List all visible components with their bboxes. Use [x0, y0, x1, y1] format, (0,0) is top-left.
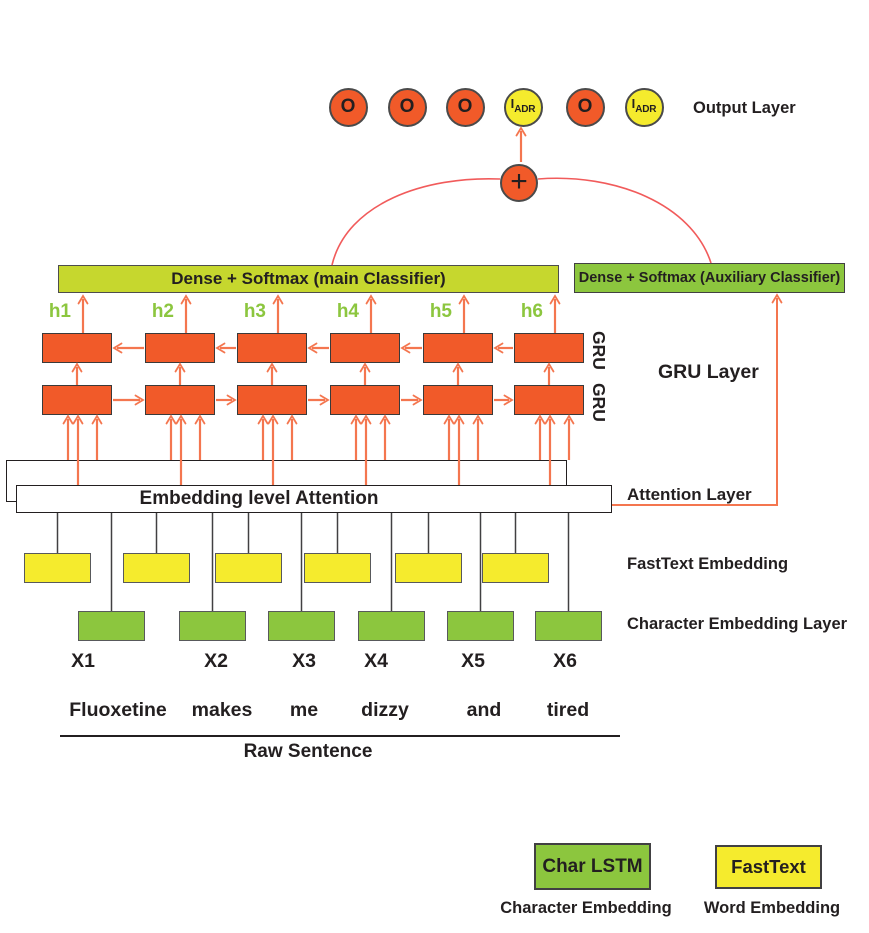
h-label: h6	[520, 301, 543, 322]
output-node-i-adr: IADR	[624, 87, 664, 127]
legend-word-caption: Word Embedding	[703, 899, 841, 917]
main-classifier-label: Dense + Softmax (main Classifier)	[171, 269, 446, 288]
output-node-i-adr: IADR	[503, 87, 543, 127]
gru-cell-r1-1	[42, 333, 112, 363]
main-classifier-box: Dense + Softmax (main Classifier)	[58, 265, 559, 293]
attention-to-aux-arrow	[612, 293, 783, 506]
gru-cell-r1-6	[514, 333, 584, 363]
output-node-o: O	[445, 87, 485, 127]
gru-row1-label: GRU	[589, 331, 609, 370]
attention-layer-label: Attention Layer	[627, 485, 752, 504]
h-label: h4	[336, 301, 359, 322]
embedding-attention-box: Embedding level Attention	[16, 485, 612, 513]
output-i-text: I	[510, 96, 515, 111]
aux-classifier-box: Dense + Softmax (Auxiliary Classifier)	[574, 263, 845, 293]
word-5: and	[466, 699, 502, 721]
h-label: h3	[243, 301, 266, 322]
output-adr-text: ADR	[635, 104, 657, 115]
output-layer-label: Output Layer	[693, 99, 796, 117]
char-embedding-box-5	[447, 611, 514, 641]
legend-char-caption: Character Embedding	[500, 899, 672, 917]
output-o-text: O	[457, 96, 473, 117]
word-3: me	[289, 699, 319, 721]
x-label-1: X1	[71, 650, 95, 672]
char-embedding-box-4	[358, 611, 425, 641]
output-node-o: O	[565, 87, 605, 127]
sum-node: +	[500, 164, 538, 202]
output-o-text: O	[340, 96, 356, 117]
gru-cell-r2-1	[42, 385, 112, 415]
fasttext-box-1	[24, 553, 91, 583]
character-embedding-label: Character Embedding Layer	[627, 615, 848, 633]
aux-classifier-label: Dense + Softmax (Auxiliary Classifier)	[578, 270, 841, 286]
word-1: Fluoxetine	[69, 699, 167, 721]
char-embedding-box-3	[268, 611, 335, 641]
aux-to-sum-curve	[537, 177, 712, 264]
word-6: tired	[546, 699, 590, 721]
x-label-3: X3	[292, 650, 316, 672]
x-label-6: X6	[553, 650, 577, 672]
output-o-text: O	[577, 96, 593, 117]
output-o-text: O	[399, 96, 415, 117]
legend-char-lstm-label: Char LSTM	[542, 855, 643, 877]
gru-row2-label: GRU	[589, 383, 609, 422]
gru-cell-r2-3	[237, 385, 307, 415]
fasttext-box-6	[482, 553, 549, 583]
legend-fasttext-label: FastText	[731, 856, 806, 877]
char-embedding-box-6	[535, 611, 602, 641]
embedding-attention-label: Embedding level Attention	[139, 488, 379, 509]
fasttext-box-2	[123, 553, 190, 583]
h-label: h1	[48, 301, 71, 322]
h-label: h5	[429, 301, 452, 322]
raw-sentence-label: Raw Sentence	[243, 741, 373, 762]
raw-sentence-line	[60, 735, 620, 737]
output-i-text: I	[631, 96, 636, 111]
output-adr-text: ADR	[514, 104, 536, 115]
gru-cell-r2-5	[423, 385, 493, 415]
char-embedding-box-1	[78, 611, 145, 641]
legend-char-lstm-box: Char LSTM	[534, 843, 651, 890]
word-2: makes	[191, 699, 253, 721]
x-label-2: X2	[204, 650, 228, 672]
fasttext-box-3	[215, 553, 282, 583]
fasttext-box-5	[395, 553, 462, 583]
output-node-o: O	[328, 87, 368, 127]
x-label-5: X5	[461, 650, 485, 672]
gru-cell-r2-2	[145, 385, 215, 415]
gru-cell-r1-3	[237, 333, 307, 363]
output-node-o: O	[387, 87, 427, 127]
x-label-4: X4	[364, 650, 388, 672]
fasttext-box-4	[304, 553, 371, 583]
gru-cell-r1-5	[423, 333, 493, 363]
char-embedding-box-2	[179, 611, 246, 641]
plus-text: +	[510, 164, 528, 198]
gru-layer-label: GRU Layer	[658, 361, 759, 383]
h-label: h2	[151, 301, 174, 322]
gru-cell-r2-6	[514, 385, 584, 415]
gru-cell-r1-2	[145, 333, 215, 363]
legend-fasttext-box: FastText	[715, 845, 822, 889]
gru-cell-r2-4	[330, 385, 400, 415]
main-to-sum-curve	[331, 178, 501, 266]
gru-cell-r1-4	[330, 333, 400, 363]
fasttext-embedding-label: FastText Embedding	[627, 555, 789, 573]
word-4: dizzy	[361, 699, 409, 721]
